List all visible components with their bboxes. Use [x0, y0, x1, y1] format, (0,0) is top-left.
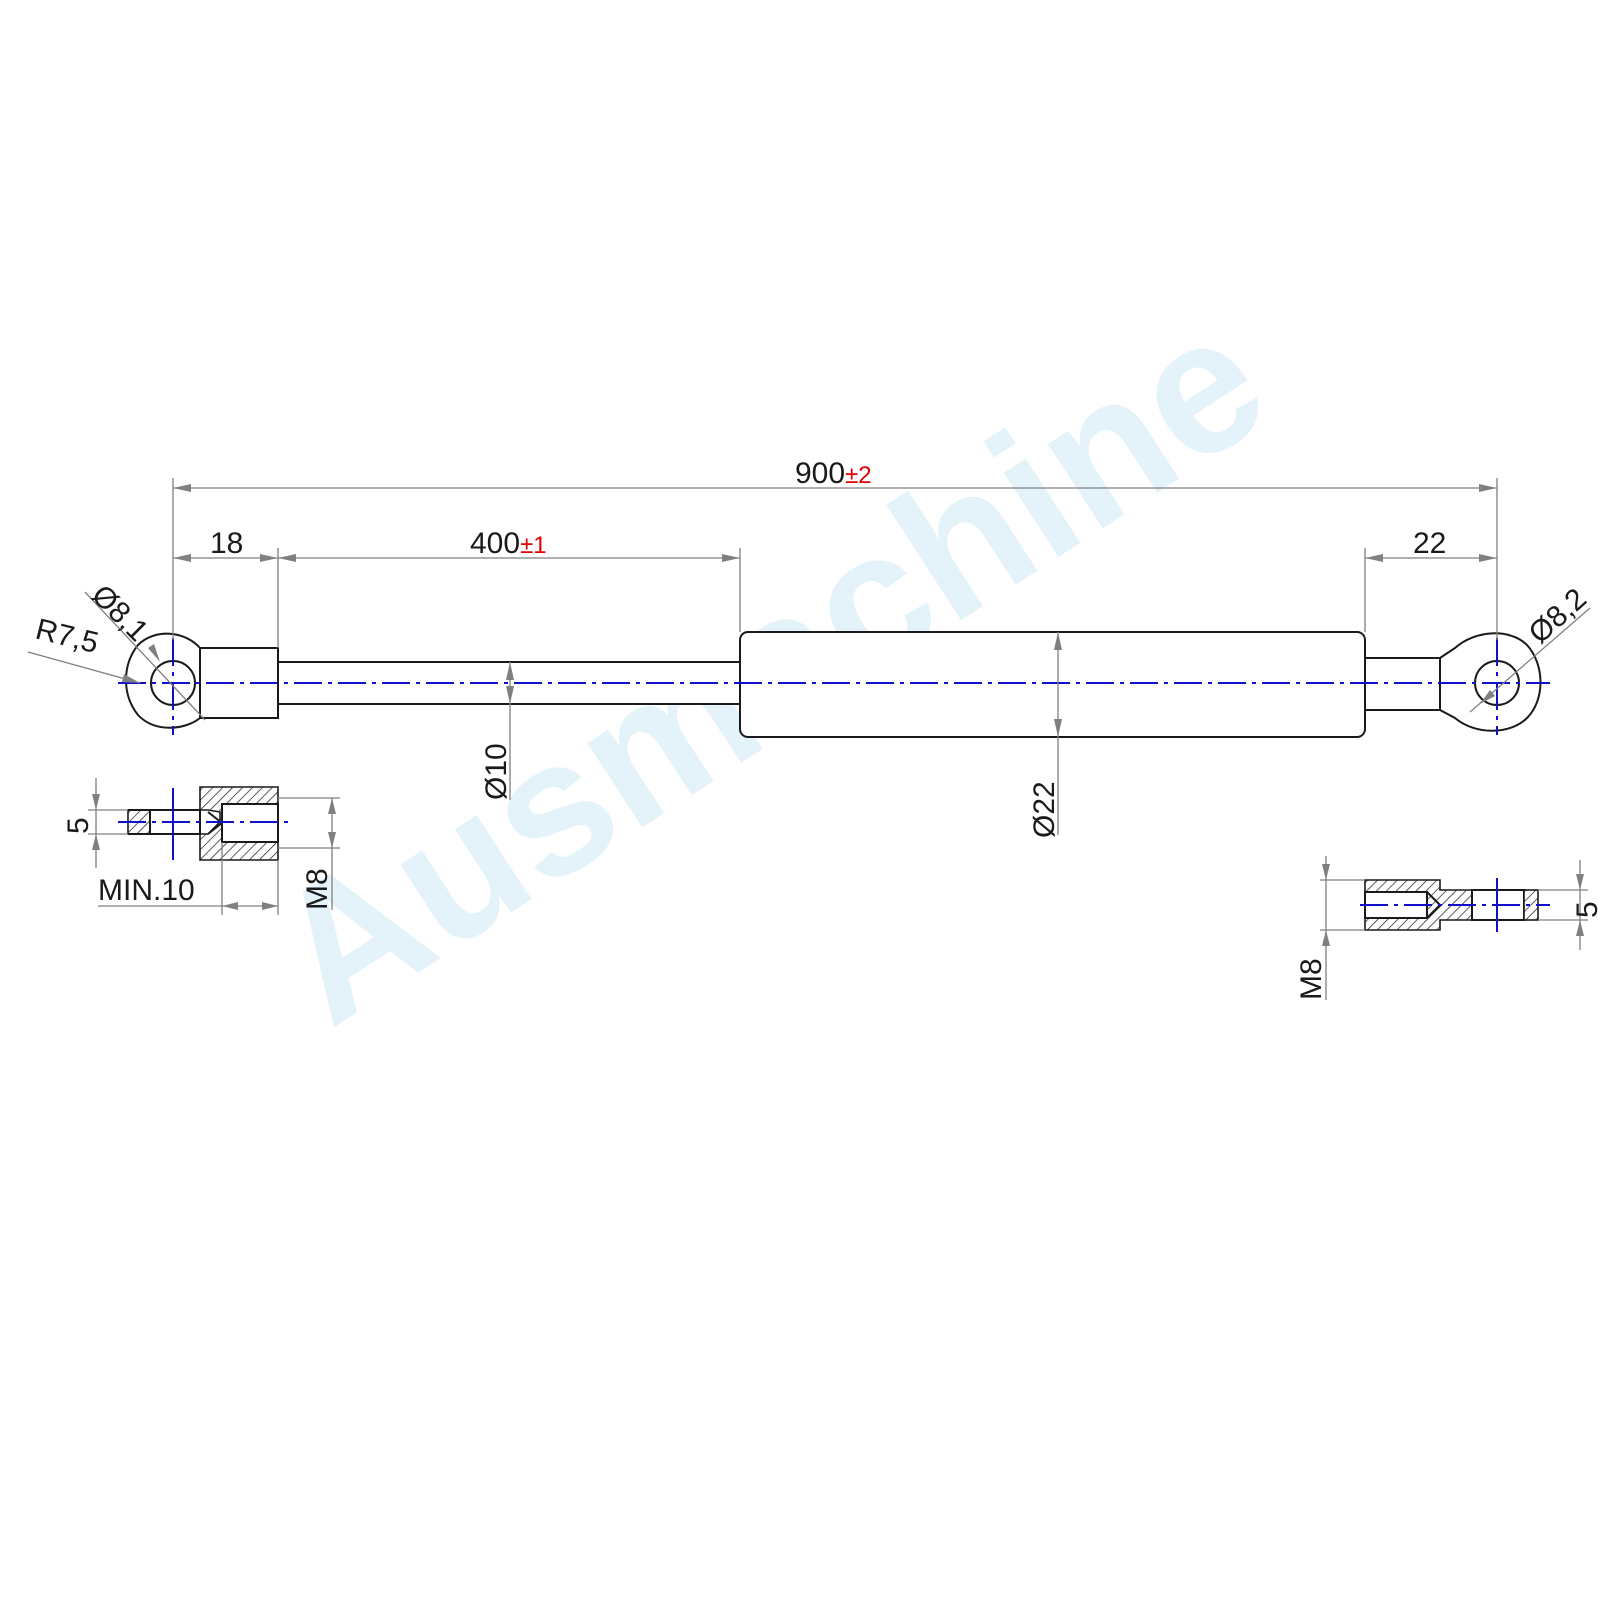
left-detail-labels: 5 M8 MIN.10 — [62, 817, 334, 910]
min-thread-depth-label: MIN.10 — [98, 874, 195, 907]
right-end-detail — [1320, 856, 1588, 1000]
dimension-lines — [27, 478, 1591, 835]
left-slot-width-label: 5 — [62, 817, 95, 834]
overall-length-label: 900±2 — [795, 457, 872, 490]
left-fitting-length-label: 18 — [210, 527, 243, 560]
cylinder-diameter-label: Ø22 — [1028, 781, 1061, 838]
right-thread-label: M8 — [1295, 958, 1328, 1000]
left-thread-label: M8 — [301, 868, 334, 910]
right-eye-hole-label: Ø8,2 — [1523, 582, 1593, 650]
left-end-detail — [88, 778, 340, 915]
right-detail-labels: 5 M8 — [1295, 901, 1600, 1000]
right-fitting-length-label: 22 — [1413, 527, 1446, 560]
rod-diameter-label: Ø10 — [480, 743, 513, 800]
right-slot-width-label: 5 — [1571, 901, 1600, 918]
left-eye-radius-label: R7,5 — [32, 613, 101, 660]
cylinder-body — [739, 631, 1366, 738]
stroke-label: 400±1 — [470, 527, 547, 560]
gas-spring-main-view — [118, 631, 1550, 738]
